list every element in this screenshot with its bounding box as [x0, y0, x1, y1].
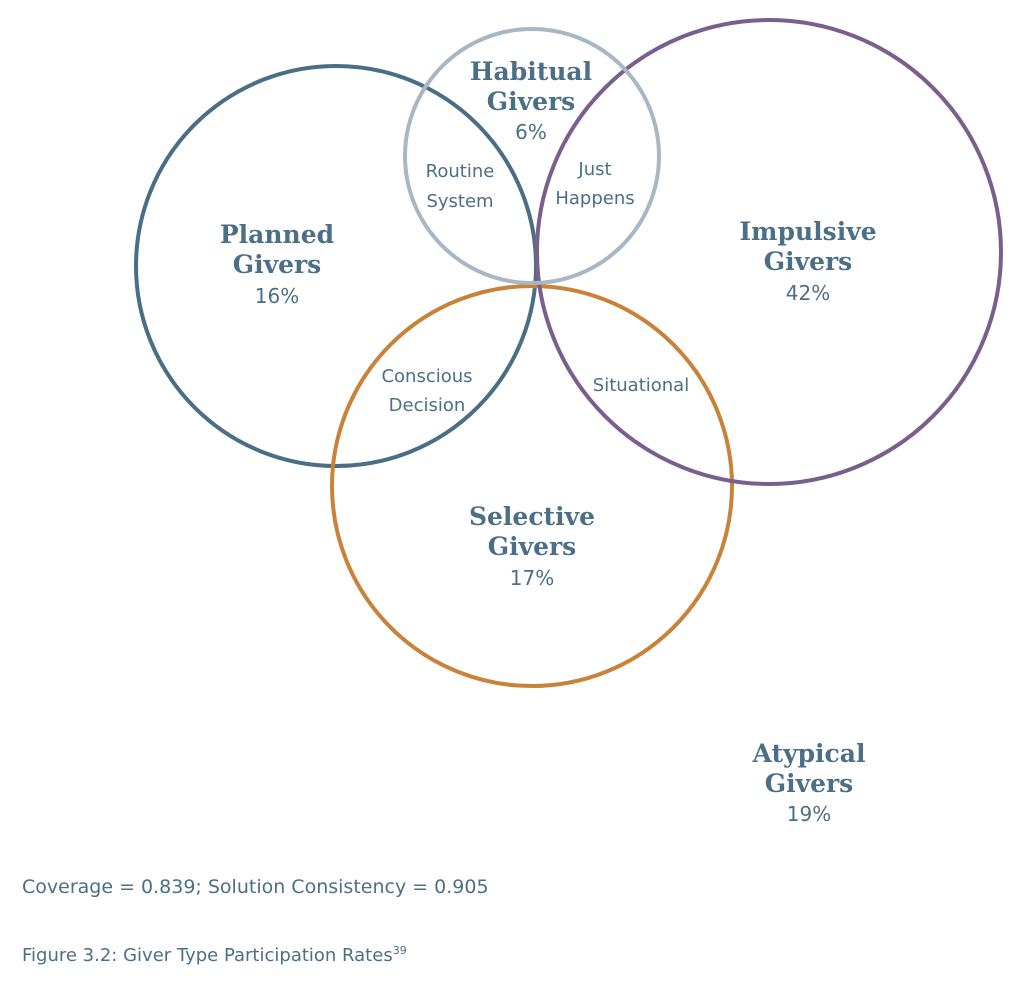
- selective-givers-circle: [330, 284, 734, 688]
- overlap-just-happens: Just Happens: [555, 159, 634, 209]
- selective-givers-label: Selective Givers 17%: [469, 502, 595, 590]
- overlap-situational: Situational: [593, 375, 689, 396]
- habitual-givers-label: Habitual Givers 6%: [470, 57, 592, 144]
- impulsive-percent: 42%: [786, 281, 830, 305]
- impulsive-givers-label: Impulsive Givers 42%: [739, 217, 876, 305]
- overlap-just-line2: Happens: [555, 188, 634, 209]
- overlap-conscious-line2: Decision: [389, 395, 466, 416]
- impulsive-title-line2: Givers: [764, 247, 853, 276]
- planned-title-line1: Planned: [220, 220, 334, 249]
- selective-title-line1: Selective: [469, 502, 595, 531]
- overlap-routine-line2: System: [426, 191, 493, 212]
- overlap-just-line1: Just: [577, 159, 611, 180]
- habitual-percent: 6%: [515, 120, 547, 144]
- figure-caption: Figure 3.2: Giver Type Participation Rat…: [22, 944, 407, 966]
- overlap-routine-line1: Routine: [426, 161, 495, 182]
- atypical-givers-label: Atypical Givers 19%: [752, 739, 866, 826]
- atypical-title-line2: Givers: [765, 769, 854, 798]
- planned-givers-circle: [134, 64, 538, 468]
- impulsive-givers-circle: [535, 18, 1003, 486]
- overlap-routine-system: Routine System: [426, 161, 495, 212]
- habitual-title-line1: Habitual: [470, 57, 592, 86]
- habitual-givers-circle: [403, 27, 661, 285]
- atypical-title-line1: Atypical: [752, 739, 866, 768]
- habitual-title-line2: Givers: [487, 87, 576, 116]
- atypical-percent: 19%: [787, 802, 831, 826]
- overlap-conscious-decision: Conscious Decision: [381, 366, 472, 416]
- impulsive-title-line1: Impulsive: [739, 217, 876, 246]
- overlap-situational-line1: Situational: [593, 375, 689, 396]
- selective-percent: 17%: [510, 566, 554, 590]
- selective-title-line2: Givers: [488, 532, 577, 561]
- planned-givers-label: Planned Givers 16%: [220, 220, 334, 308]
- overlap-conscious-line1: Conscious: [381, 366, 472, 387]
- figure-caption-text: Figure 3.2: Giver Type Participation Rat…: [22, 945, 393, 966]
- coverage-note: Coverage = 0.839; Solution Consistency =…: [22, 876, 489, 898]
- planned-percent: 16%: [255, 284, 299, 308]
- figure-caption-footnote: 39: [392, 944, 407, 957]
- planned-title-line2: Givers: [233, 250, 322, 279]
